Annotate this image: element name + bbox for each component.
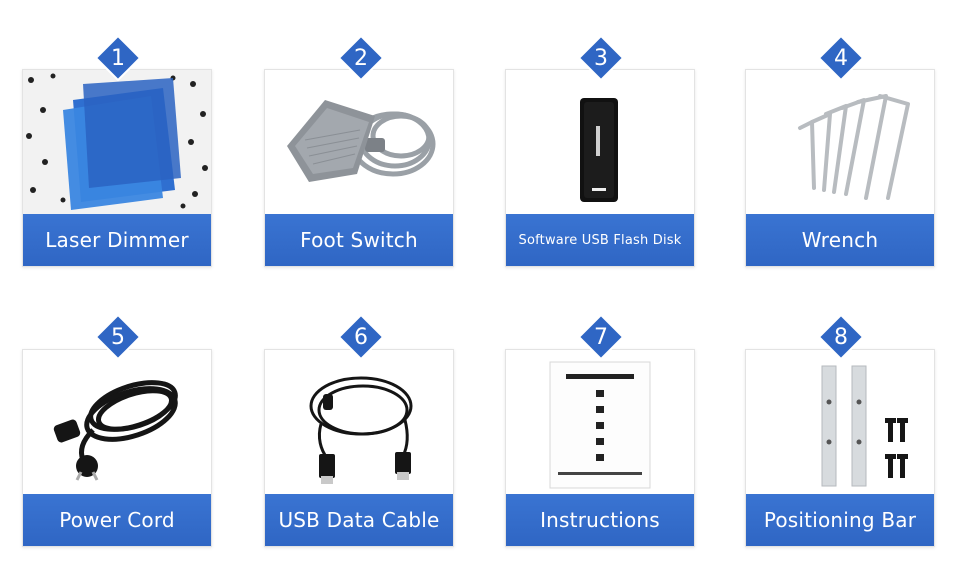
foot-switch-image — [265, 70, 453, 214]
item-card-wrench: Wrench — [745, 69, 935, 267]
item-label: Software USB Flash Disk — [506, 214, 694, 266]
badge-number: 4 — [834, 45, 848, 71]
badge-number: 7 — [594, 324, 608, 350]
usb-flash-disk-image — [506, 70, 694, 214]
badge-number: 2 — [354, 45, 368, 71]
positioning-bar-image — [746, 350, 934, 494]
item-card-foot-switch: Foot Switch — [264, 69, 454, 267]
badge-number: 5 — [111, 324, 125, 350]
item-label: Foot Switch — [265, 214, 453, 266]
badge-number: 8 — [834, 324, 848, 350]
item-label: Wrench — [746, 214, 934, 266]
number-badge: 1 — [95, 35, 141, 81]
item-label: USB Data Cable — [265, 494, 453, 546]
number-badge: 4 — [818, 35, 864, 81]
item-label: Power Cord — [23, 494, 211, 546]
power-cord-image — [23, 350, 211, 494]
number-badge: 8 — [818, 314, 864, 360]
number-badge: 2 — [338, 35, 384, 81]
wrench-image — [746, 70, 934, 214]
number-badge: 5 — [95, 314, 141, 360]
item-label: Instructions — [506, 494, 694, 546]
instructions-image — [506, 350, 694, 494]
number-badge: 3 — [578, 35, 624, 81]
usb-data-cable-image — [265, 350, 453, 494]
item-label: Positioning Bar — [746, 494, 934, 546]
item-card-power-cord: Power Cord — [22, 349, 212, 547]
item-card-laser-dimmer: Laser Dimmer — [22, 69, 212, 267]
badge-number: 3 — [594, 45, 608, 71]
item-card-usb-flash-disk: Software USB Flash Disk — [505, 69, 695, 267]
item-card-positioning-bar: Positioning Bar — [745, 349, 935, 547]
badge-number: 6 — [354, 324, 368, 350]
number-badge: 7 — [578, 314, 624, 360]
number-badge: 6 — [338, 314, 384, 360]
badge-number: 1 — [111, 45, 125, 71]
item-card-instructions: Instructions — [505, 349, 695, 547]
item-card-usb-data-cable: USB Data Cable — [264, 349, 454, 547]
item-label: Laser Dimmer — [23, 214, 211, 266]
laser-dimmer-image — [23, 70, 211, 214]
